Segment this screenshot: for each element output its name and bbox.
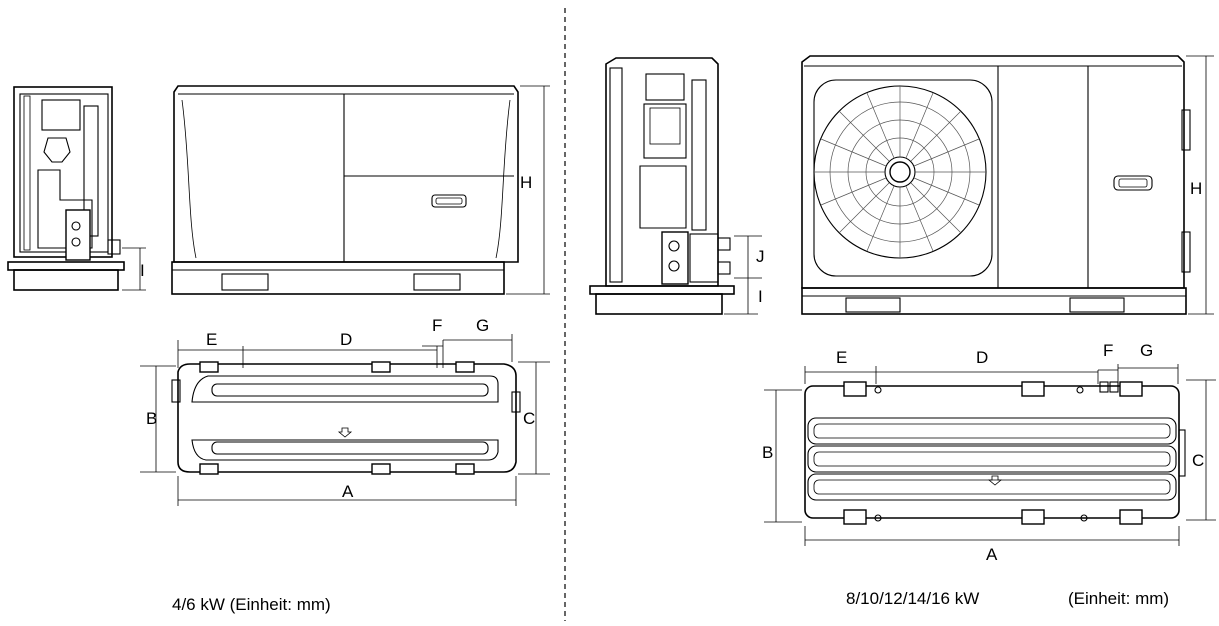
fan-grille: [813, 85, 987, 259]
left-label-e: E: [206, 330, 217, 349]
left-front-view: [171, 85, 550, 295]
right-label-d: D: [976, 348, 988, 367]
left-caption: 4/6 kW (Einheit: mm): [172, 595, 331, 614]
right-label-g: G: [1140, 341, 1153, 360]
right-label-c: C: [1192, 451, 1204, 470]
right-caption-unit: (Einheit: mm): [1068, 589, 1169, 608]
left-label-h: H: [520, 173, 532, 192]
right-label-i: I: [758, 287, 763, 306]
left-label-i: I: [140, 261, 145, 280]
right-label-f: F: [1103, 341, 1113, 360]
right-label-j: J: [756, 247, 765, 266]
right-side-view: [589, 57, 762, 315]
left-label-g: G: [476, 316, 489, 335]
right-top-view: [764, 364, 1216, 546]
right-front-view: [801, 55, 1214, 315]
right-label-h: H: [1190, 179, 1202, 198]
right-label-b: B: [762, 443, 773, 462]
right-label-a: A: [986, 545, 998, 564]
right-label-e: E: [836, 348, 847, 367]
left-label-f: F: [432, 316, 442, 335]
left-label-a: A: [342, 482, 354, 501]
left-label-c: C: [523, 409, 535, 428]
left-label-b: B: [146, 409, 157, 428]
left-label-d: D: [340, 330, 352, 349]
left-side-view: [7, 86, 146, 291]
left-top-view: [140, 334, 550, 506]
right-caption-model: 8/10/12/14/16 kW: [846, 589, 979, 608]
